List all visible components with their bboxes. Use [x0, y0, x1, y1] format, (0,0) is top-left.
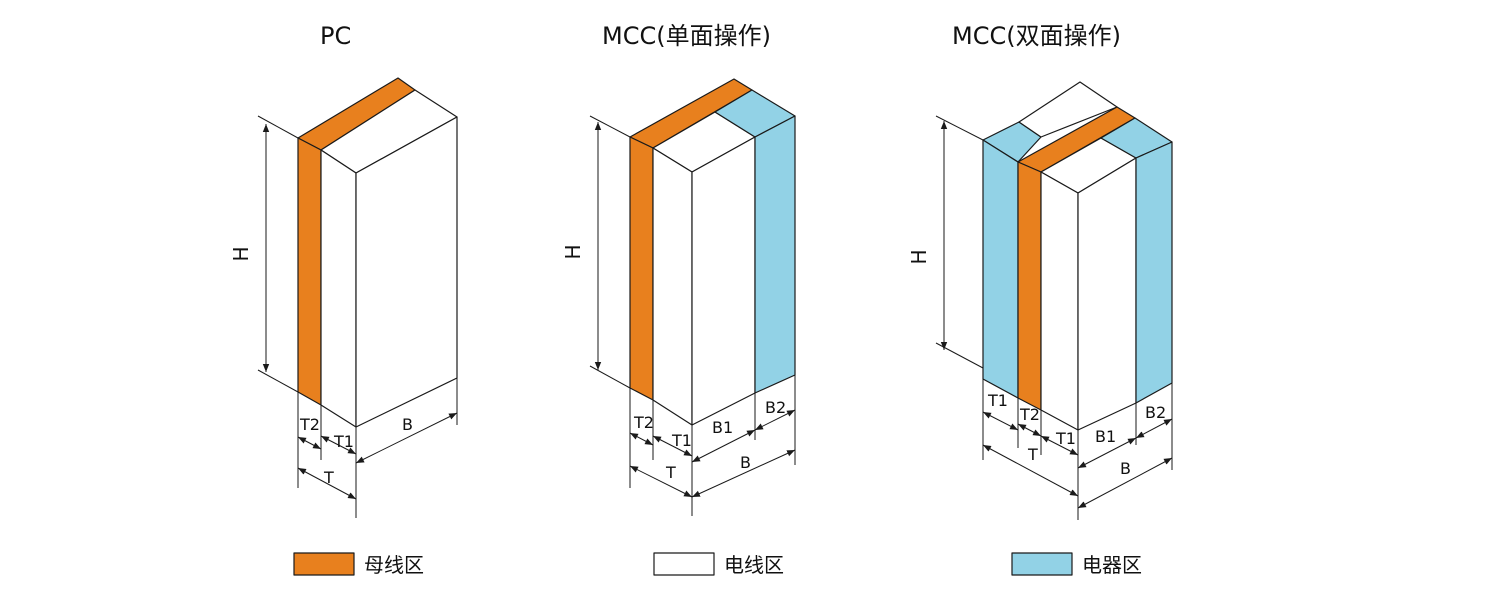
mccd-right-equipment [1135, 141, 1173, 404]
mccs-label-b2: B2 [765, 398, 786, 417]
pc-t-dim-line [297, 467, 357, 500]
mccd-b2-dim-line [1135, 418, 1173, 439]
mccs-t2-dim-line [629, 432, 654, 446]
mccd-front-equipment [982, 139, 1019, 399]
mccd-t-dim-line [982, 444, 1079, 497]
legend-label-cable: 电线区 [724, 553, 784, 577]
pc-front-busbar [297, 137, 322, 406]
mccd-label-t2: T2 [1019, 405, 1040, 424]
mccd-right-cable [1077, 157, 1137, 431]
mccs-label-h: H [561, 244, 585, 259]
mccs-label-b: B [740, 453, 751, 472]
mccs-front-busbar [629, 136, 654, 401]
mccs-label-t2: T2 [633, 413, 654, 432]
diagram-pc: PC H T2 T1 T B [229, 22, 458, 518]
legend-label-busbar: 母线区 [364, 553, 424, 577]
legend: 母线区 电线区 电器区 [293, 552, 1142, 577]
pc-label-t2: T2 [299, 415, 320, 434]
mccd-label-t1a: T1 [987, 391, 1008, 410]
mccs-t1-dim-line [652, 435, 693, 457]
mccd-b-dim-line [1077, 457, 1173, 509]
mccd-label-t1b: T1 [1055, 429, 1076, 448]
diagram-title-pc: PC [320, 22, 351, 50]
mccs-label-t: T [665, 463, 676, 482]
legend-swatch-busbar [293, 552, 355, 576]
pc-t2-dim-line [297, 436, 322, 450]
legend-swatch-cable [653, 552, 715, 576]
mccs-label-t1: T1 [671, 431, 692, 450]
mccd-front-cable [1040, 171, 1079, 431]
diagram-title-mcc-single: MCC(单面操作) [602, 22, 771, 50]
pc-b-dim-line [355, 412, 458, 464]
mccs-label-b1: B1 [712, 418, 733, 437]
mccs-b2-dim-line [754, 409, 796, 431]
diagram-title-mcc-double: MCC(双面操作) [952, 22, 1121, 50]
mccd-t2-dim-line [1017, 423, 1042, 437]
mccd-label-b2: B2 [1145, 403, 1166, 422]
mccs-front-cable [652, 147, 693, 426]
legend-label-equipment: 电器区 [1082, 553, 1142, 577]
pc-label-t: T [323, 468, 334, 487]
pc-label-b: B [402, 415, 413, 434]
mccs-right-equipment [754, 115, 796, 394]
pc-label-h: H [229, 246, 253, 261]
mccs-b-dim-line [691, 449, 796, 498]
mccd-label-t: T [1027, 445, 1038, 464]
mccd-label-b: B [1120, 459, 1131, 478]
diagram-mcc-double: MCC(双面操作) H T1 T2 T1 [907, 22, 1173, 520]
diagram-mcc-single: MCC(单面操作) H T2 T1 T B1 B2 B [561, 22, 796, 516]
pc-label-t1: T1 [333, 432, 354, 451]
pc-t1-dim-line [320, 435, 357, 455]
mccd-t1a-dim-line [982, 411, 1019, 431]
mccd-label-h: H [907, 249, 931, 264]
mccd-label-b1: B1 [1095, 427, 1116, 446]
mccs-right-cable [691, 136, 756, 426]
pc-front-cable [320, 149, 357, 428]
mccs-t-dim-line [629, 465, 693, 498]
legend-swatch-equipment [1011, 552, 1073, 576]
mccd-front-busbar [1017, 161, 1042, 411]
